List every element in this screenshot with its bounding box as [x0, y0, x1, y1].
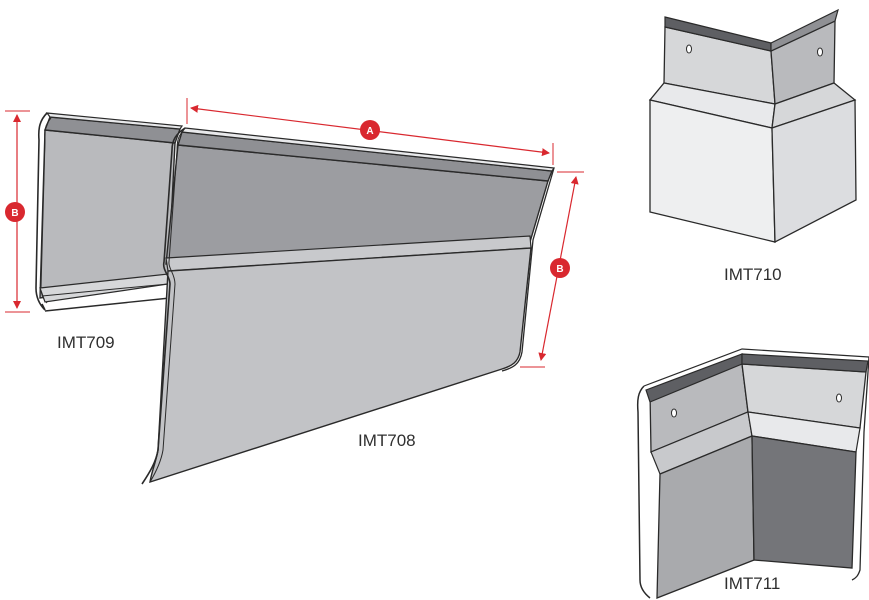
dimension-b-left: B — [5, 110, 30, 313]
imt708-flashing — [141, 127, 556, 485]
dimension-b-left-badge — [5, 202, 25, 222]
imt709-top-lip — [45, 112, 184, 130]
imt710-external-corner — [648, 8, 857, 244]
imt711-right-fold — [851, 356, 869, 581]
dimension-a-badge — [360, 120, 380, 140]
imt711-internal-corner — [636, 348, 869, 599]
imt708-lower-face — [149, 247, 532, 484]
imt708-label: IMT708 — [358, 431, 416, 450]
imt708-left-fold-inner — [149, 131, 183, 483]
dimension-b-left-label: B — [11, 208, 18, 219]
dimension-b-right-label: B — [556, 264, 563, 275]
imt710-top-flange-right — [770, 8, 839, 52]
imt711-top-lip — [643, 348, 869, 387]
small-oval-hole-icon — [671, 408, 677, 418]
imt711-left-fold — [636, 385, 651, 599]
imt710-lower-right-face — [771, 99, 857, 244]
imt711-top-flange-right — [741, 353, 869, 373]
imt709-label: IMT709 — [57, 333, 115, 352]
imt711-lower-right-face — [751, 435, 857, 569]
imt708-left-fold — [141, 127, 186, 485]
small-oval-hole-icon — [836, 393, 842, 403]
imt709-back-face — [39, 129, 176, 299]
imt708-right-edge — [501, 167, 555, 372]
imt710-label: IMT710 — [724, 265, 782, 284]
small-oval-hole-icon — [817, 47, 823, 57]
imt709-flashing — [35, 112, 184, 312]
imt709-left-fold — [35, 112, 48, 311]
dimension-b-right: B — [520, 171, 584, 368]
dimension-a-label: A — [366, 126, 373, 137]
dimension-a: A — [186, 98, 554, 165]
dimension-b-right-badge — [550, 258, 570, 278]
imt711-label: IMT711 — [724, 574, 781, 593]
small-oval-hole-icon — [686, 44, 692, 54]
